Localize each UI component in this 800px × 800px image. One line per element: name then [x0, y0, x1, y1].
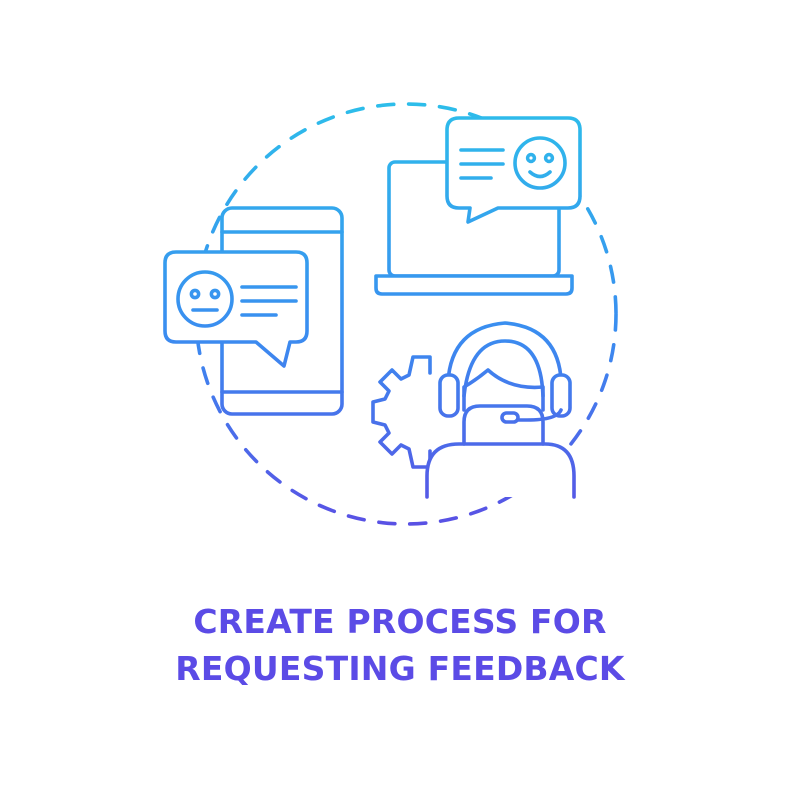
neutral-face-icon	[176, 270, 234, 328]
neutral-face-speech-bubble-icon	[163, 250, 309, 368]
concept-title: CREATE PROCESS FOR REQUESTING FEEDBACK	[0, 598, 800, 692]
title-line-2: REQUESTING FEEDBACK	[175, 649, 625, 688]
happy-face-icon	[513, 136, 567, 190]
title-line-1: CREATE PROCESS FOR	[193, 602, 607, 641]
happy-face-speech-bubble-icon	[445, 116, 582, 224]
gear-icon	[371, 355, 432, 469]
support-agent-headset-icon	[425, 321, 576, 499]
feedback-concept-illustration	[163, 102, 618, 526]
